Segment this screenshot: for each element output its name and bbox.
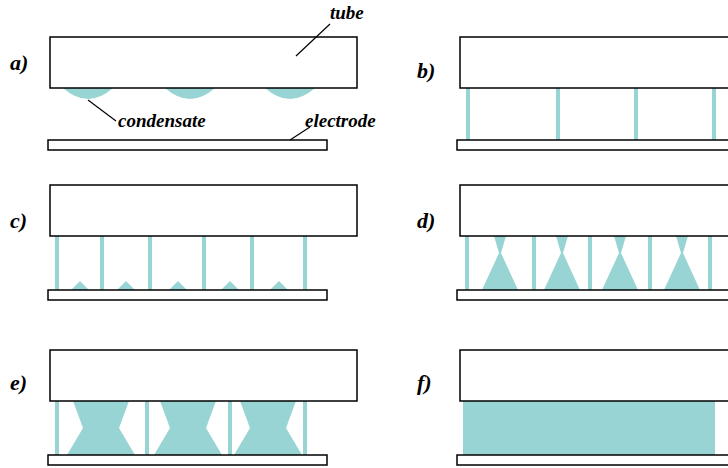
water-cone (602, 236, 638, 290)
water-mound (221, 281, 239, 290)
water-bridge (634, 88, 638, 140)
tube (460, 37, 728, 88)
electrode (457, 290, 728, 300)
condensate-drop (63, 88, 113, 99)
panel-letter: b) (417, 60, 435, 82)
water-bridge (145, 401, 149, 455)
part-label: tube (330, 3, 364, 22)
water-mound (169, 281, 187, 290)
water-bridge (250, 236, 254, 290)
leader-line (296, 24, 330, 56)
water-film (463, 401, 715, 455)
water-bridge (100, 236, 104, 290)
condensate-drop (265, 88, 315, 99)
water-bridge (532, 236, 536, 290)
water-mound (270, 281, 288, 290)
water-bridge (588, 236, 592, 290)
water-bridge (303, 401, 307, 455)
water-bridge (712, 88, 716, 140)
electrode (48, 140, 327, 150)
electrode (48, 455, 327, 465)
water-bridge (303, 236, 307, 290)
water-bridge (148, 236, 152, 290)
electrode (48, 290, 327, 300)
electrode (457, 140, 728, 150)
water-mound (71, 281, 89, 290)
water-cone (664, 236, 700, 290)
water-bridge (55, 401, 59, 455)
tube (460, 185, 728, 236)
electrode (457, 455, 728, 465)
water-column (234, 401, 302, 455)
water-bridge (648, 236, 652, 290)
water-bridge (228, 401, 232, 455)
tube (50, 37, 357, 88)
condensate-drop (165, 88, 215, 99)
water-column (154, 401, 222, 455)
tube (50, 185, 357, 236)
leader-line (88, 100, 116, 121)
water-bridge (708, 236, 712, 290)
panel-letter: c) (10, 210, 27, 232)
panel-letter: f) (417, 372, 432, 394)
part-label: electrode (305, 111, 376, 130)
water-cone (544, 236, 580, 290)
water-cone (482, 236, 518, 290)
water-bridge (55, 236, 59, 290)
water-mound (117, 281, 135, 290)
water-bridge (466, 88, 470, 140)
water-bridge (556, 88, 560, 140)
part-label: condensate (118, 111, 206, 130)
tube (50, 350, 357, 401)
panel-letter: d) (417, 210, 435, 232)
water-bridge (465, 236, 469, 290)
tube (460, 350, 728, 401)
water-bridge (202, 236, 206, 290)
water-column (67, 401, 135, 455)
panel-letter: e) (10, 372, 27, 394)
panel-letter: a) (10, 52, 28, 74)
